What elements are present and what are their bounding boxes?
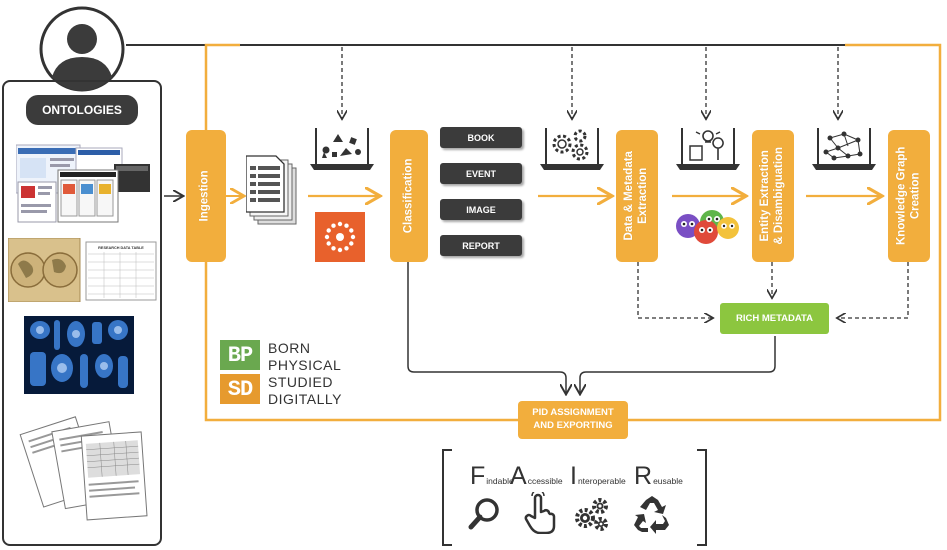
pointer-hand-icon — [520, 489, 556, 535]
sd-badge: SD — [220, 374, 260, 404]
documents-thumbnail — [18, 404, 150, 524]
rich-metadata-box: RICH METADATA — [720, 303, 829, 334]
category-book: BOOK — [440, 127, 522, 148]
bpsd-line3: STUDIED — [268, 374, 333, 390]
category-image: IMAGE — [440, 199, 522, 220]
bpsd-line4: DIGITALLY — [268, 391, 343, 407]
ontologies-panel — [2, 80, 162, 546]
category-report: REPORT — [440, 235, 522, 256]
ingestion-stage: Ingestion — [186, 130, 226, 262]
faces-icon — [672, 206, 742, 246]
bp-badge: BP — [220, 340, 260, 370]
location-laptop-icon — [676, 124, 740, 176]
pid-assignment-box: PID ASSIGNMENT AND EXPORTING — [518, 401, 628, 439]
bpsd-line2: PHYSICAL — [268, 357, 342, 373]
shapes-laptop-icon — [310, 124, 374, 176]
category-event: EVENT — [440, 163, 522, 184]
magnifier-icon — [468, 496, 504, 532]
entity-extraction-stage: Entity Extraction& Disambiguation — [752, 130, 794, 262]
user-icon — [38, 5, 126, 93]
gears-icon — [572, 496, 610, 532]
bpsd-line1: BORN — [268, 340, 311, 356]
research-table-title: RESEARCH DATA TABLE — [98, 246, 144, 250]
web-ontology-thumbnail — [15, 142, 150, 228]
xray-thumbnail — [24, 316, 134, 394]
recycle-icon — [632, 494, 672, 534]
documents-icon — [245, 154, 302, 230]
gears-laptop-icon — [540, 124, 604, 176]
ontologies-badge: ONTOLOGIES — [26, 95, 138, 125]
classification-stage: Classification — [390, 130, 428, 262]
crossref-logo-icon — [315, 212, 365, 262]
network-laptop-icon — [812, 124, 876, 176]
map-table-thumbnail: RESEARCH DATA TABLE — [7, 237, 158, 303]
